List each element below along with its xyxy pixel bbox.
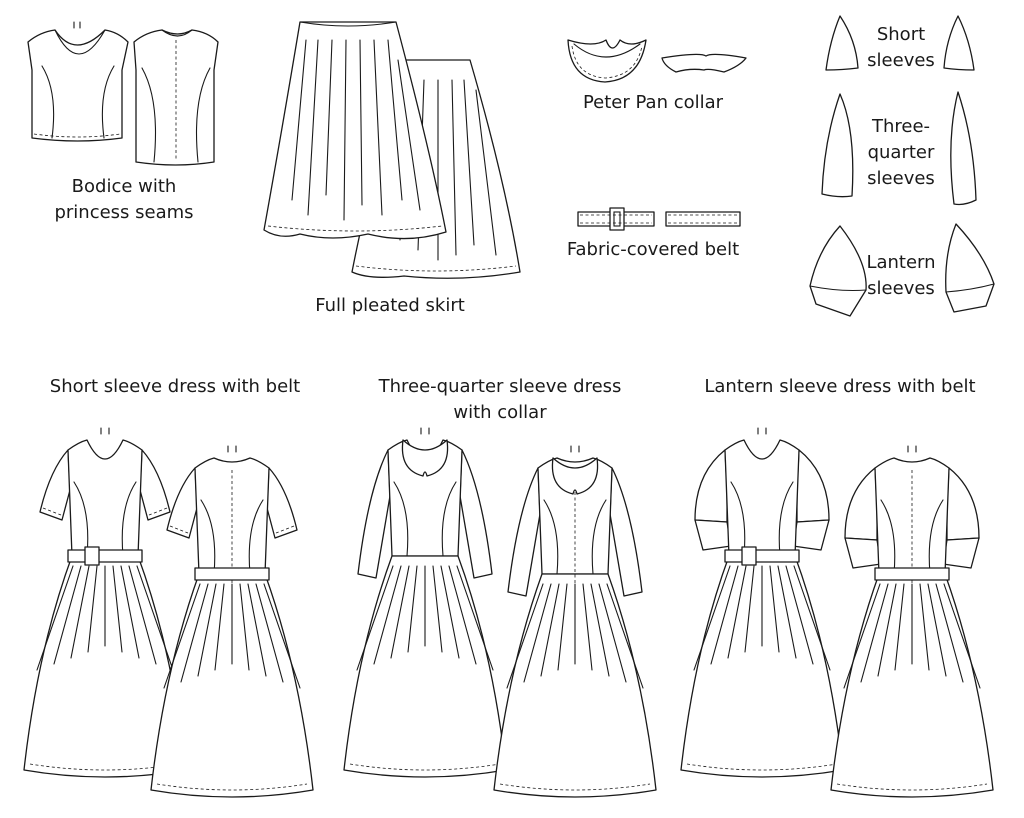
hem-stitch — [499, 783, 651, 791]
dress-1-back — [150, 445, 314, 798]
skirt-pleats — [163, 583, 301, 689]
short-sleeves-label: Short sleeves — [867, 24, 935, 71]
sleeve-left — [357, 449, 391, 579]
neck-mark — [227, 445, 237, 453]
collar — [551, 457, 599, 495]
dress-title-1: Short sleeve dress with belt — [49, 376, 301, 397]
skirt-pleats — [506, 583, 644, 689]
dress-2-back — [493, 445, 657, 798]
skirt-pleats — [693, 565, 831, 671]
sleeve-right — [139, 449, 171, 521]
skirt-label: Full pleated skirt — [315, 295, 465, 316]
neck-mark — [907, 445, 917, 453]
dress-1-front — [23, 427, 187, 778]
hem-stitch — [349, 763, 501, 771]
princess-seams — [543, 499, 607, 575]
lantern-sleeves-label: Lantern sleeves — [866, 252, 936, 299]
hem-stitch — [686, 763, 838, 771]
bodice-front-drawing — [27, 21, 129, 142]
three-quarter-sleeves-drawing — [821, 91, 977, 206]
skirt-pleats — [36, 565, 174, 671]
belt-buckle — [84, 546, 100, 566]
hem-stitch — [156, 783, 308, 791]
belt — [874, 567, 950, 581]
skirt — [343, 555, 507, 778]
belt-buckle — [741, 546, 757, 566]
belt — [194, 567, 270, 581]
collar — [401, 439, 449, 477]
skirt — [23, 555, 187, 778]
sleeve-left-cuff — [694, 519, 732, 551]
belt-drawing — [577, 207, 741, 231]
dress-title-3: Lantern sleeve dress with belt — [704, 376, 976, 397]
skirt — [680, 555, 844, 778]
princess-seams — [200, 499, 264, 575]
neck-mark — [757, 427, 767, 435]
belt — [724, 549, 800, 563]
sleeve-right-puff — [946, 467, 980, 541]
bodice-label: Bodice with princess seams — [54, 176, 194, 223]
bodice — [67, 439, 143, 557]
belt — [67, 549, 143, 563]
dress-3-front — [680, 427, 844, 778]
skirt-pleats — [843, 583, 981, 689]
hem-stitch — [836, 783, 988, 791]
sleeve-right — [459, 449, 493, 579]
sleeve-left — [507, 467, 541, 597]
sleeve-right-cuff — [942, 537, 980, 569]
collar-label: Peter Pan collar — [582, 92, 724, 113]
dress-title-2: Three-quarter sleeve dress with collar — [378, 376, 622, 423]
skirt-pleats — [356, 565, 494, 671]
skirt-front-drawing — [263, 21, 447, 240]
bodice-back-drawing — [133, 29, 219, 166]
sleeve-right-cuff — [792, 519, 830, 551]
sleeve-left-puff — [694, 449, 728, 523]
dress-drawings — [23, 427, 994, 798]
neck-mark — [570, 445, 580, 453]
princess-seams — [393, 481, 457, 557]
neck-mark — [420, 427, 430, 435]
collar-drawing — [567, 39, 747, 83]
princess-seams — [880, 499, 944, 575]
short-sleeves-drawing — [825, 15, 975, 71]
belt-label: Fabric-covered belt — [566, 239, 740, 260]
bodice — [724, 439, 800, 557]
lantern-sleeves-drawing — [809, 223, 995, 317]
sleeve-right — [609, 467, 643, 597]
three-quarter-sleeves-label: Three- quarter sleeves — [867, 116, 935, 189]
sleeve-left — [166, 467, 198, 539]
sleeve-left-puff — [844, 467, 878, 541]
dress-2-front — [343, 427, 507, 778]
sleeve-right — [266, 467, 298, 539]
sleeve-left — [39, 449, 71, 521]
sleeve-right-puff — [796, 449, 830, 523]
sleeve-left-cuff — [844, 537, 882, 569]
neck-mark — [100, 427, 110, 435]
dress-3-back — [830, 445, 994, 798]
